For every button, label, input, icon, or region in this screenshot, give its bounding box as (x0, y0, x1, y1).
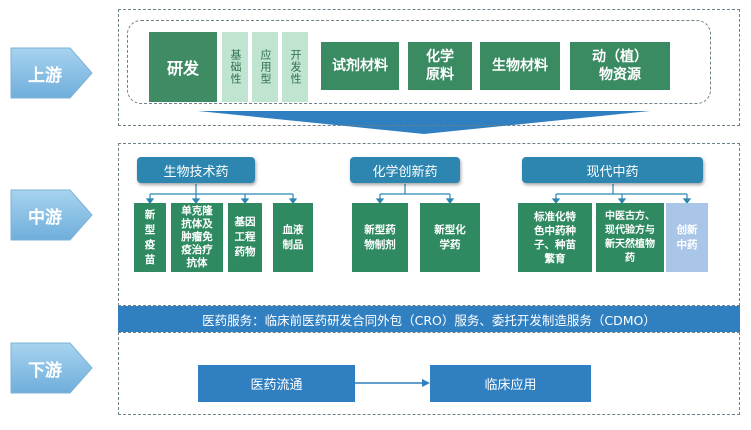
item-blood-product: 血液 制品 (273, 203, 313, 272)
downstream-arrow-shape (10, 342, 93, 394)
flow-right-arrow (422, 379, 430, 387)
midstream-frame (118, 143, 740, 306)
upstream-arrow-shape (10, 47, 93, 99)
item-tcm-seed: 标准化特 色中药种 子、种苗 繁育 (518, 203, 592, 272)
tcm-connectors (551, 184, 692, 204)
chem-connectors (375, 184, 455, 204)
rnd-type-applied: 应用型 (252, 32, 278, 102)
rnd-type-basic: 基础性 (222, 32, 248, 102)
item-tcm-prescription: 中医古方、 现代验方与 新天然植物 药 (596, 203, 664, 272)
material-chemical: 化学 原料 (408, 42, 472, 90)
item-innovative-tcm: 创新 中药 (666, 203, 708, 272)
rnd-type-development: 开发性 (282, 32, 308, 102)
upstream-inner-frame (127, 20, 711, 104)
item-new-chemical-drug: 新型化 学药 (420, 203, 480, 272)
category-tcm: 现代中药 (522, 157, 703, 183)
item-antibody: 单克隆 抗体及 肿瘤免 疫治疗 抗体 (171, 203, 223, 272)
material-biological: 生物材料 (480, 42, 560, 90)
material-reagents: 试剂材料 (321, 42, 399, 90)
rnd-box: 研发 (149, 32, 217, 102)
downstream-distribution: 医药流通 (198, 365, 355, 402)
upstream-frame (118, 9, 740, 126)
services-band: 医药服务：临床前医药研发合同外包（CRO）服务、委托开发制造服务（CDMO） (118, 306, 740, 332)
item-vaccine: 新 型 疫 苗 (134, 203, 166, 272)
biotech-connectors (145, 184, 298, 204)
downstream-clinical: 临床应用 (430, 365, 591, 402)
downstream-frame (118, 332, 740, 415)
midstream-arrow-shape (10, 189, 93, 241)
stage-midstream-label: 中游 (28, 207, 62, 228)
item-new-formulation: 新型药 物制剂 (352, 203, 408, 272)
flow-down-arrow (198, 111, 650, 134)
stage-upstream-label: 上游 (28, 65, 62, 86)
item-gene-drug: 基因 工程 药物 (228, 203, 262, 272)
material-animal-plant: 动（植） 物资源 (570, 42, 670, 90)
category-biotech: 生物技术药 (137, 157, 255, 183)
stage-downstream-label: 下游 (28, 360, 62, 381)
category-chemical: 化学创新药 (350, 157, 460, 183)
